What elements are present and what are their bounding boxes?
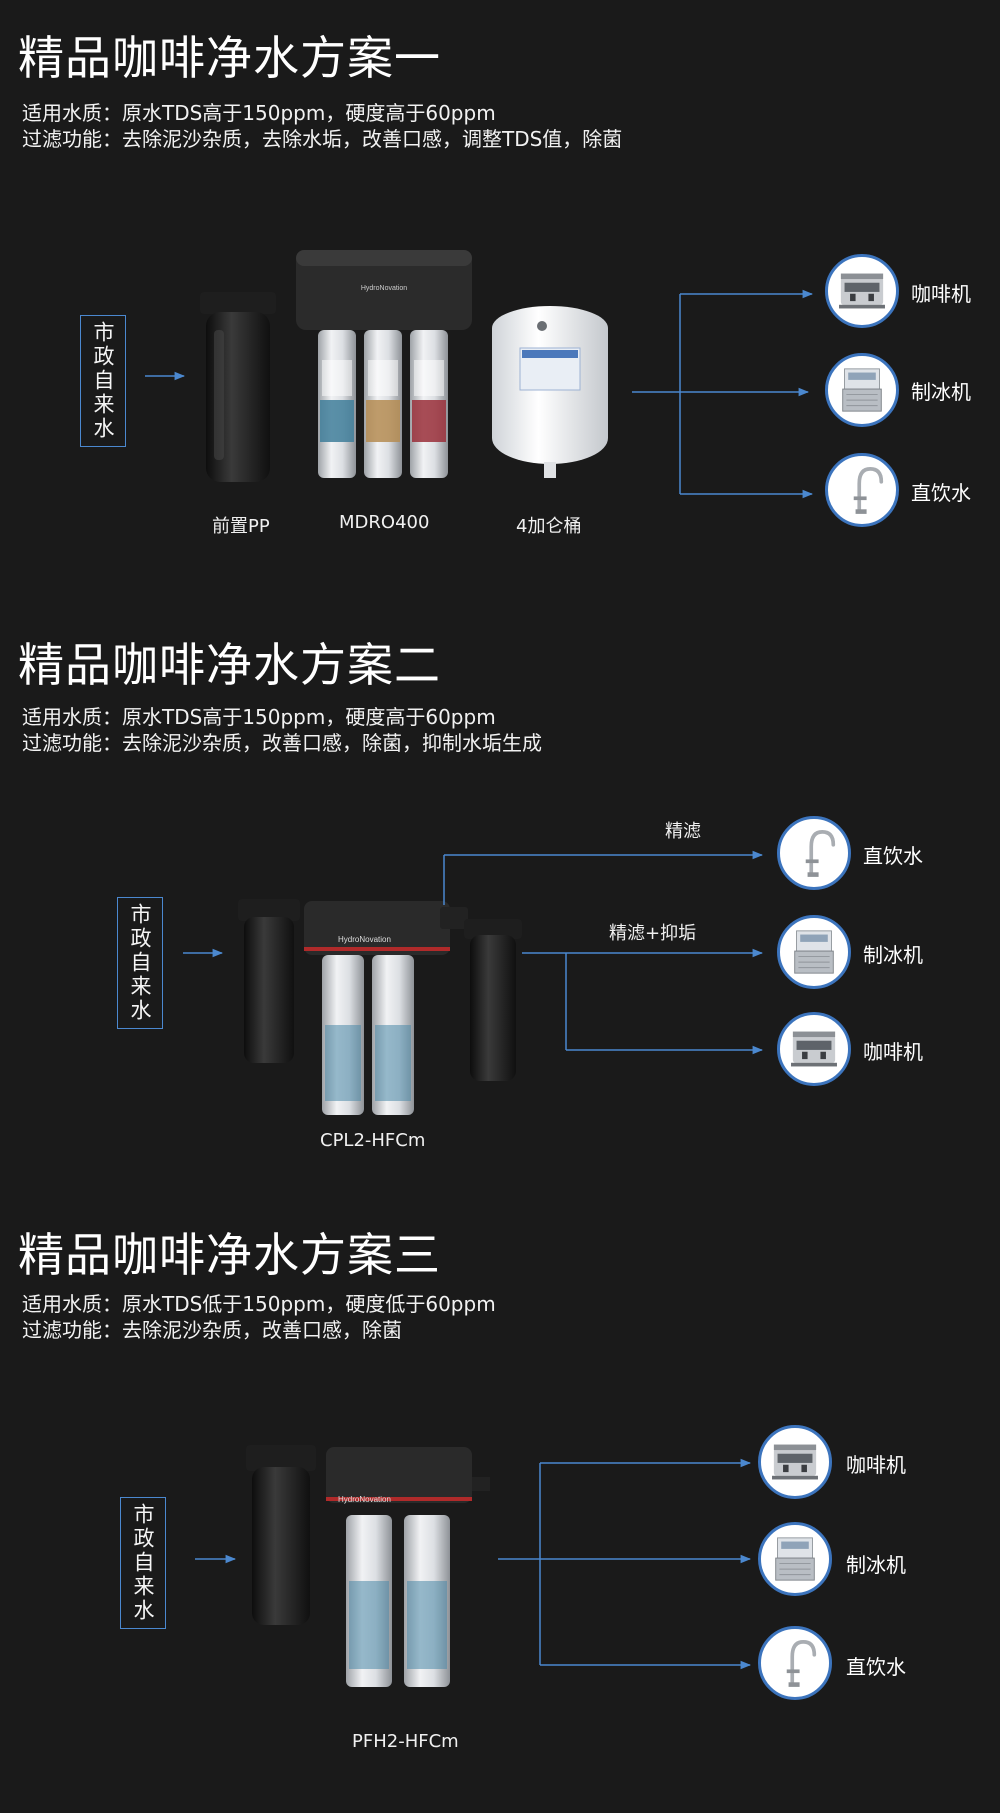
plan-1-component-label-tank: 4加仑桶 — [516, 516, 582, 537]
pfh2-brand-mark: HydroNovation — [338, 1495, 391, 1504]
plan-1-section: 精品咖啡净水方案一 适用水质：原水TDS高于150ppm，硬度高于60ppm 过… — [0, 0, 1000, 600]
plan-1-output-label-drink: 直饮水 — [911, 481, 971, 505]
plan-3-faucet-icon — [758, 1626, 832, 1700]
plan-1-title: 精品咖啡净水方案一 — [18, 31, 441, 85]
plan-1-diagram: HydroNovation — [145, 250, 814, 499]
plan-1-source-label: 市政自来水 — [91, 321, 115, 441]
plan-3-component-label: PFH2-HFCm — [352, 1731, 459, 1752]
cpl2-hfcm-unit-icon: HydroNovation — [238, 899, 522, 1115]
plan-1-water-quality: 适用水质：原水TDS高于150ppm，硬度高于60ppm — [22, 101, 496, 125]
plan-1-coffee-machine-icon — [825, 254, 899, 328]
plan-3-source-box: 市政自来水 — [120, 1497, 166, 1629]
plan-2-function: 过滤功能：去除泥沙杂质，改善口感，除菌，抑制水垢生成 — [22, 731, 542, 755]
plan-1-output-label-coffee: 咖啡机 — [911, 282, 971, 306]
plan-2-component-label: CPL2-HFCm — [320, 1130, 426, 1151]
plan-2-branch-label-fine-scale: 精滤+抑垢 — [609, 923, 697, 944]
plan-2-output-label-drink: 直饮水 — [863, 844, 923, 868]
plan-2-water-quality: 适用水质：原水TDS高于150ppm，硬度高于60ppm — [22, 705, 496, 729]
mdro400-unit-icon: HydroNovation — [296, 250, 472, 478]
four-gallon-tank-icon — [492, 306, 608, 478]
plan-2-output-label-ice: 制冰机 — [863, 943, 923, 967]
plan-3-source-label: 市政自来水 — [131, 1503, 155, 1623]
plan-1-function: 过滤功能：去除泥沙杂质，去除水垢，改善口感，调整TDS值，除菌 — [22, 127, 623, 151]
plan-2-source-box: 市政自来水 — [117, 897, 163, 1029]
plan-3-ice-maker-icon — [758, 1522, 832, 1596]
plan-1-component-label-pp: 前置PP — [212, 516, 270, 537]
plan-1-source-box: 市政自来水 — [80, 315, 126, 447]
plan-1-component-label-mdro: MDRO400 — [339, 512, 430, 533]
plan-3-output-label-drink: 直饮水 — [846, 1655, 906, 1679]
plan-3-output-label-coffee: 咖啡机 — [846, 1453, 906, 1477]
plan-3-coffee-machine-icon — [758, 1425, 832, 1499]
plan-1-ice-maker-icon — [825, 353, 899, 427]
plan-1-faucet-icon — [825, 453, 899, 527]
plan-3-section: 精品咖啡净水方案三 适用水质：原水TDS低于150ppm，硬度低于60ppm 过… — [0, 1185, 1000, 1813]
plan-2-title: 精品咖啡净水方案二 — [18, 638, 441, 692]
plan-3-output-label-ice: 制冰机 — [846, 1553, 906, 1577]
plan-1-output-label-ice: 制冰机 — [911, 380, 971, 404]
plan-3-water-quality: 适用水质：原水TDS低于150ppm，硬度低于60ppm — [22, 1292, 496, 1316]
prefilter-pp-housing-icon — [200, 292, 276, 482]
plan-2-source-label: 市政自来水 — [128, 903, 152, 1023]
plan-2-faucet-icon — [777, 816, 851, 890]
plan-2-coffee-machine-icon — [777, 1012, 851, 1086]
plan-3-function: 过滤功能：去除泥沙杂质，改善口感，除菌 — [22, 1318, 402, 1342]
plan-2-diagram: HydroNovation — [183, 850, 764, 1115]
plan-3-title: 精品咖啡净水方案三 — [18, 1228, 441, 1282]
mdro400-brand-mark: HydroNovation — [361, 285, 407, 292]
plan-2-section: 精品咖啡净水方案二 适用水质：原水TDS高于150ppm，硬度高于60ppm 过… — [0, 605, 1000, 1185]
plan-2-output-label-coffee: 咖啡机 — [863, 1040, 923, 1064]
pfh2-hfcm-unit-icon: HydroNovation — [246, 1445, 490, 1687]
plan-2-ice-maker-icon — [777, 915, 851, 989]
cpl2-brand-mark: HydroNovation — [338, 935, 391, 944]
plan-3-diagram: HydroNovation — [195, 1445, 752, 1687]
plan-2-branch-label-fine: 精滤 — [665, 821, 701, 842]
